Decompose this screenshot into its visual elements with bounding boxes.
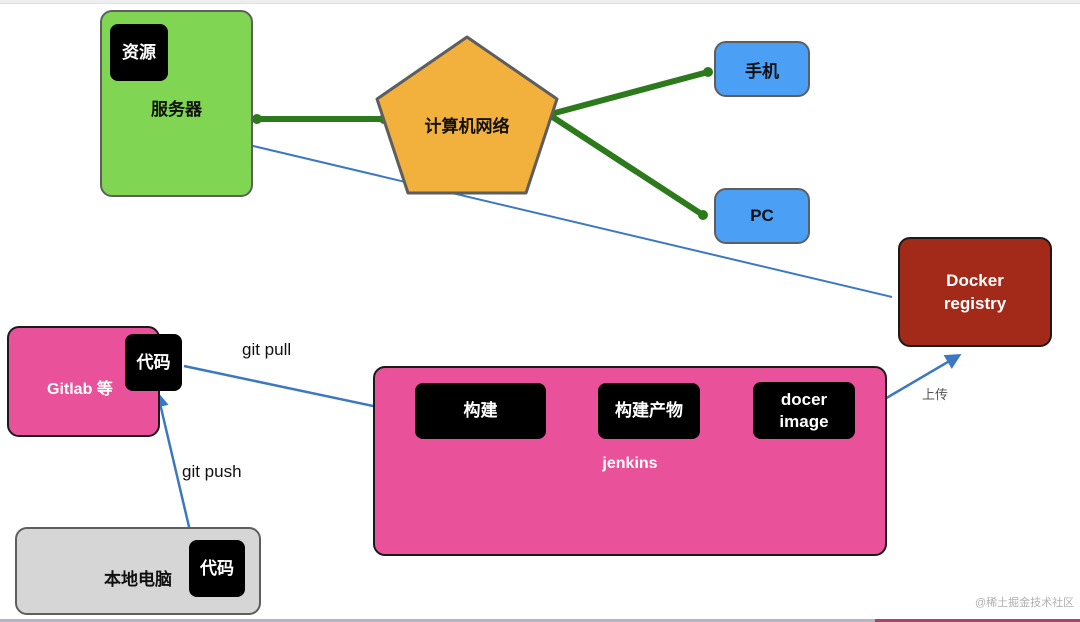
link-dot <box>703 67 713 77</box>
link-dot <box>698 210 708 220</box>
arrow-gitlab-to-jenkins <box>183 364 396 416</box>
pc-node[interactable]: PC <box>714 188 810 244</box>
registry-label-line1: Docker <box>946 271 1004 290</box>
gitlab-node[interactable]: Gitlab 等 <box>7 326 160 437</box>
link-dot <box>252 114 262 124</box>
link-network-phone <box>548 69 711 117</box>
jenkins-label: jenkins <box>602 455 658 472</box>
docker-image-step[interactable]: docer image <box>753 382 855 439</box>
git-push-label: git push <box>182 462 242 481</box>
network-label: 计算机网络 <box>424 117 510 136</box>
docker-registry-node[interactable]: Docker registry <box>898 237 1052 347</box>
phone-label: 手机 <box>745 61 779 81</box>
server-label: 服务器 <box>151 100 202 119</box>
pc-label: PC <box>750 206 774 225</box>
gitlab-label: Gitlab 等 <box>47 381 113 398</box>
registry-label-line2: registry <box>943 294 1007 313</box>
link-network-pc <box>548 113 706 218</box>
upload-edge-label: 上传 <box>922 387 949 402</box>
artifact-step[interactable]: 构建产物 <box>598 383 700 439</box>
gitlab-code-chip[interactable]: 代码 <box>125 334 182 391</box>
window-top-edge <box>0 0 1080 4</box>
window-bottom-edge <box>0 619 1080 622</box>
docker-image-line2: image <box>779 411 829 431</box>
network-node[interactable]: 计算机网络 <box>374 34 560 196</box>
git-pull-label: git pull <box>242 340 292 359</box>
bottom-accent <box>875 619 1080 622</box>
resource-chip[interactable]: 资源 <box>110 24 168 81</box>
build-step[interactable]: 构建 <box>415 383 546 439</box>
server-node[interactable]: 资源 服务器 <box>100 10 253 197</box>
docker-image-line1: docer <box>780 389 828 409</box>
local-code-chip[interactable]: 代码 <box>189 540 245 597</box>
local-computer-label: 本地电脑 <box>104 570 172 589</box>
watermark: @稀土掘金技术社区 <box>975 597 1075 609</box>
phone-node[interactable]: 手机 <box>714 41 810 97</box>
